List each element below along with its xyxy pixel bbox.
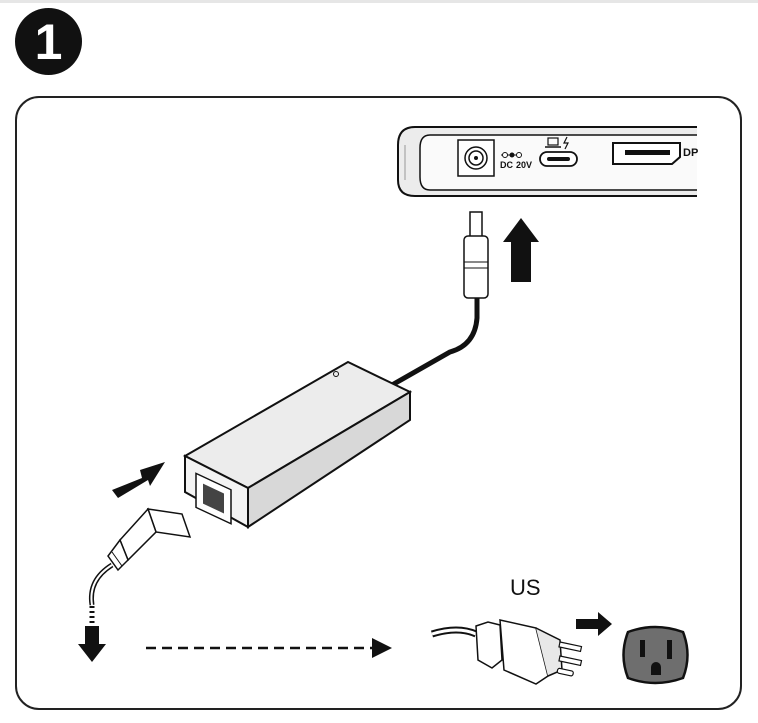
us-plug-icon [430,619,583,685]
arrow-right-to-outlet-icon [576,612,612,636]
polarity-symbol-icon [501,152,522,158]
dc-label: DC [500,160,513,170]
usb-c-port-icon [539,151,578,167]
displayport-label: DP [683,147,699,159]
dc-power-port-icon [457,139,495,177]
displayport-icon [612,142,681,165]
illustration-frame [15,96,742,710]
arrow-right-icon [112,462,165,498]
us-outlet-icon [622,625,689,685]
step-number-badge: 1 [15,8,82,75]
dashed-arrow-icon [146,638,392,658]
dc-plug [463,211,489,299]
arrow-down-icon [78,626,106,662]
voltage-label: 20V [516,160,533,170]
top-divider [0,0,758,3]
region-label: US [510,575,541,600]
power-cord-cable-inner [90,564,113,606]
dc-cable [390,298,480,388]
power-cord-connector [107,507,192,572]
power-brick-icon [182,360,413,529]
laptop-charge-icon [545,136,569,150]
arrow-up-icon [503,218,539,282]
